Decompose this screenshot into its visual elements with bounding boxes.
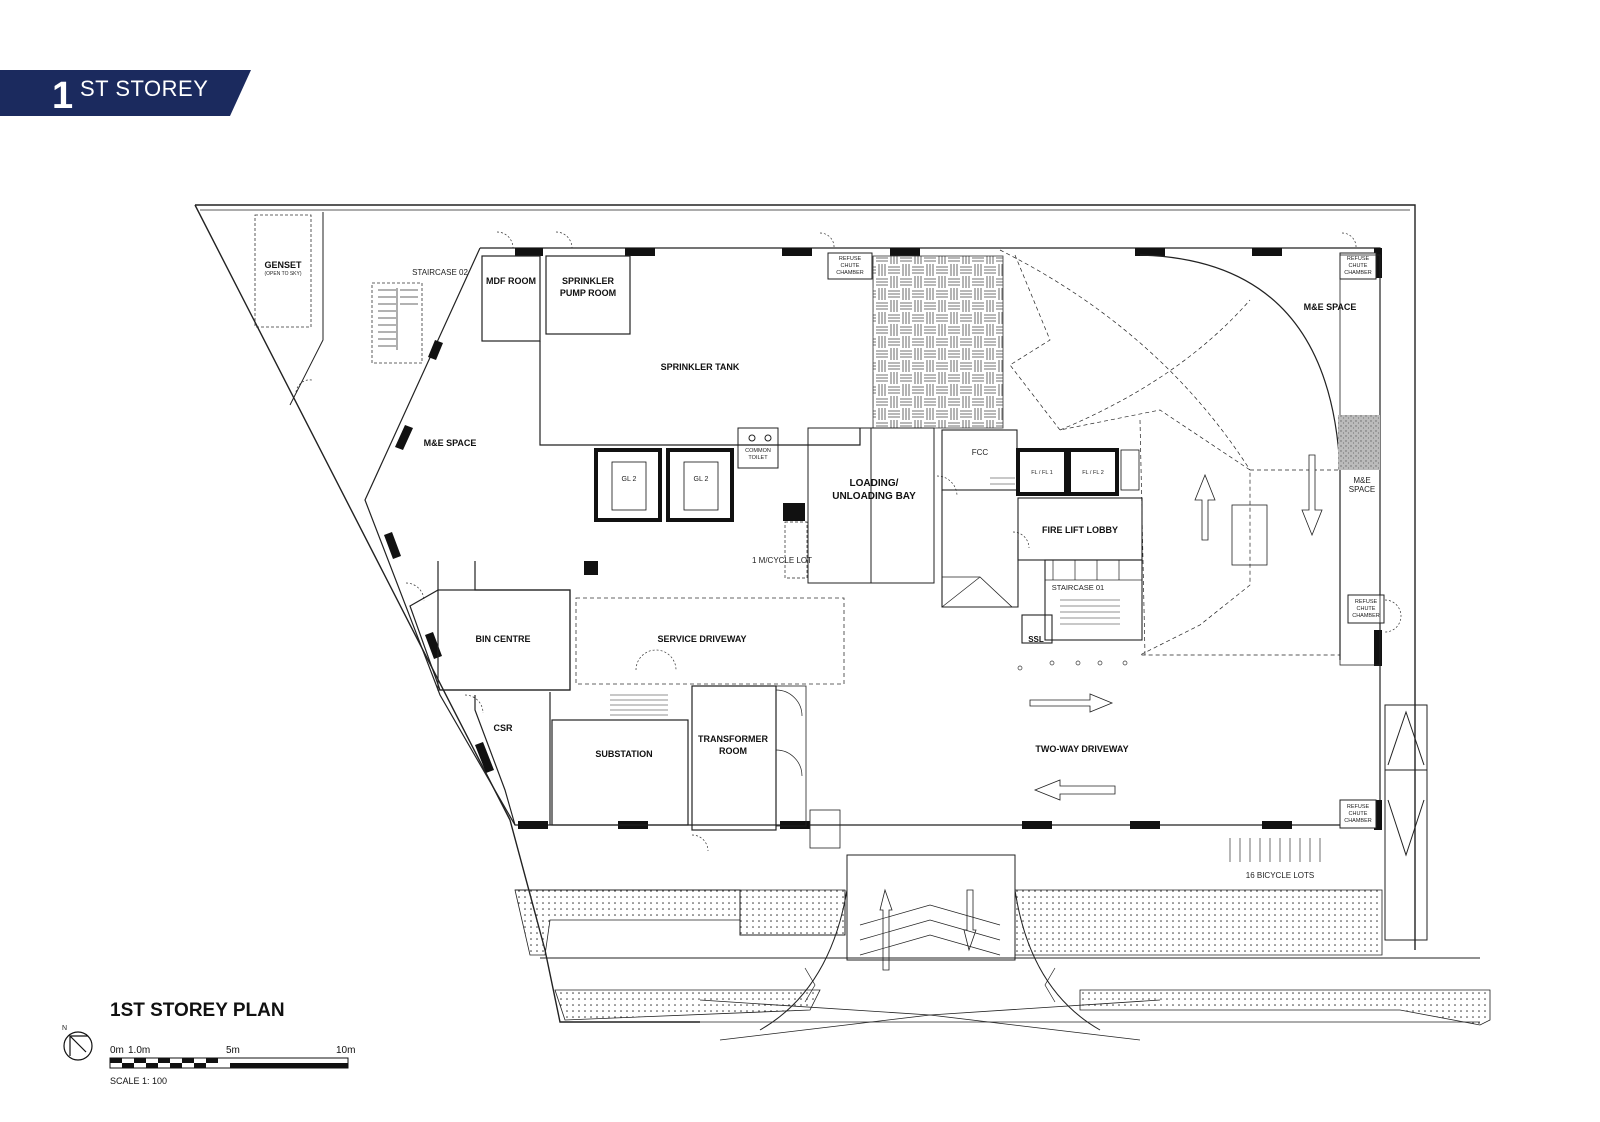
banner-background	[0, 70, 251, 116]
structural-columns	[384, 248, 1382, 830]
svg-text:REFUSE: REFUSE	[839, 256, 862, 262]
service-rooms-top	[481, 255, 861, 446]
transformer-label-2: ROOM	[719, 746, 747, 756]
substation-label: SUBSTATION	[595, 749, 652, 759]
bicycle-lots-label: 16 BICYCLE LOTS	[1246, 871, 1314, 880]
goods-lifts	[594, 448, 734, 522]
scale-tick-10: 10m	[336, 1045, 356, 1056]
paving-pattern	[872, 255, 1004, 429]
hatched-block	[1338, 415, 1380, 470]
refuse-chute-chambers	[827, 252, 1385, 829]
scale-bar	[109, 1057, 349, 1069]
svg-text:CHUTE: CHUTE	[841, 263, 860, 269]
staircase-02-label: STAIRCASE 02	[412, 268, 468, 277]
svg-text:CHAMBER: CHAMBER	[1352, 613, 1380, 619]
loading-bay	[784, 427, 935, 584]
fcc-core	[941, 429, 1143, 644]
driveway-dashes	[1022, 821, 1052, 828]
svg-text:CHAMBER: CHAMBER	[1344, 818, 1372, 824]
entrance-driveway	[540, 854, 1480, 1041]
bollards	[1017, 660, 1128, 671]
service-driveway-label: SERVICE DRIVEWAY	[657, 634, 746, 644]
fire-lift-lobby-label: FIRE LIFT LOBBY	[1042, 525, 1118, 535]
bicycle-rack	[1229, 838, 1321, 862]
bin-centre-label: BIN CENTRE	[475, 634, 530, 644]
ramp-curves	[999, 249, 1381, 666]
me-space-right-label-2: SPACE	[1349, 485, 1376, 494]
gl2-a-label: GL 2	[622, 476, 637, 483]
fcc-label: FCC	[972, 448, 989, 457]
scale-tick-0: 0m	[110, 1045, 124, 1056]
svg-text:CHAMBER: CHAMBER	[836, 270, 864, 276]
building-perimeter	[364, 247, 1381, 826]
csr-label: CSR	[493, 723, 513, 733]
lower-service-rooms	[474, 685, 841, 849]
svg-text:CHUTE: CHUTE	[1349, 263, 1368, 269]
scale-text: SCALE 1: 100	[110, 1076, 168, 1086]
banner-number: 1	[52, 75, 74, 117]
genset-area	[254, 212, 324, 406]
ssl-label: SSL	[1028, 635, 1044, 644]
mcycle-lot-label: 1 M/CYCLE LOT	[752, 556, 812, 565]
common-toilet-label-2: TOILET	[748, 455, 768, 461]
bin-centre	[409, 561, 571, 691]
staircase-02	[371, 282, 423, 364]
scale-tick-5: 5m	[226, 1045, 240, 1056]
scale-tick-1: 1.0m	[128, 1045, 151, 1056]
service-driveway-area	[575, 597, 845, 685]
common-toilet	[737, 427, 779, 469]
fire-lifts	[1016, 448, 1140, 496]
genset-note: (OPEN TO SKY)	[264, 271, 301, 277]
genset-label: GENSET	[264, 260, 302, 270]
sprinkler-pump-label-1: SPRINKLER	[562, 276, 615, 286]
staircase-01-label: STAIRCASE 01	[1052, 583, 1104, 592]
refuse-chute-labels: REFUSE CHUTE CHAMBER REFUSE CHUTE CHAMBE…	[836, 256, 1380, 824]
me-space-left-label: M&E SPACE	[424, 438, 477, 448]
svg-text:REFUSE: REFUSE	[1347, 256, 1370, 262]
gl2-b-label: GL 2	[694, 476, 709, 483]
loading-label-1: LOADING/	[850, 478, 899, 489]
plan-title: 1ST STOREY PLAN	[110, 1000, 285, 1021]
me-space-right-label-1: M&E	[1353, 476, 1370, 485]
two-way-driveway-label: TWO-WAY DRIVEWAY	[1035, 744, 1128, 754]
transformer-label-1: TRANSFORMER	[698, 734, 768, 744]
sprinkler-tank-label: SPRINKLER TANK	[661, 362, 740, 372]
storey-banner	[0, 70, 257, 116]
side-ramp	[1384, 704, 1428, 941]
loading-label-2: UNLOADING BAY	[832, 491, 916, 502]
north-label: N	[62, 1025, 67, 1032]
svg-text:REFUSE: REFUSE	[1355, 599, 1378, 605]
svg-text:CHUTE: CHUTE	[1357, 606, 1376, 612]
door-swings	[405, 231, 1402, 852]
north-arrow-icon	[63, 1031, 93, 1061]
svg-text:REFUSE: REFUSE	[1347, 804, 1370, 810]
fl2-label: FL / FL 2	[1082, 470, 1104, 476]
sprinkler-pump-label-2: PUMP ROOM	[560, 288, 616, 298]
fl1-label: FL / FL 1	[1031, 470, 1053, 476]
svg-text:CHAMBER: CHAMBER	[1344, 270, 1372, 276]
svg-text:CHUTE: CHUTE	[1349, 811, 1368, 817]
me-space-top-right-label: M&E SPACE	[1304, 302, 1357, 312]
mdf-room-label: MDF ROOM	[486, 276, 536, 286]
banner-title: ST STOREY	[80, 76, 209, 101]
traffic-arrows	[879, 454, 1323, 971]
landscape-strips	[514, 889, 1491, 1026]
common-toilet-label-1: COMMON	[745, 448, 771, 454]
